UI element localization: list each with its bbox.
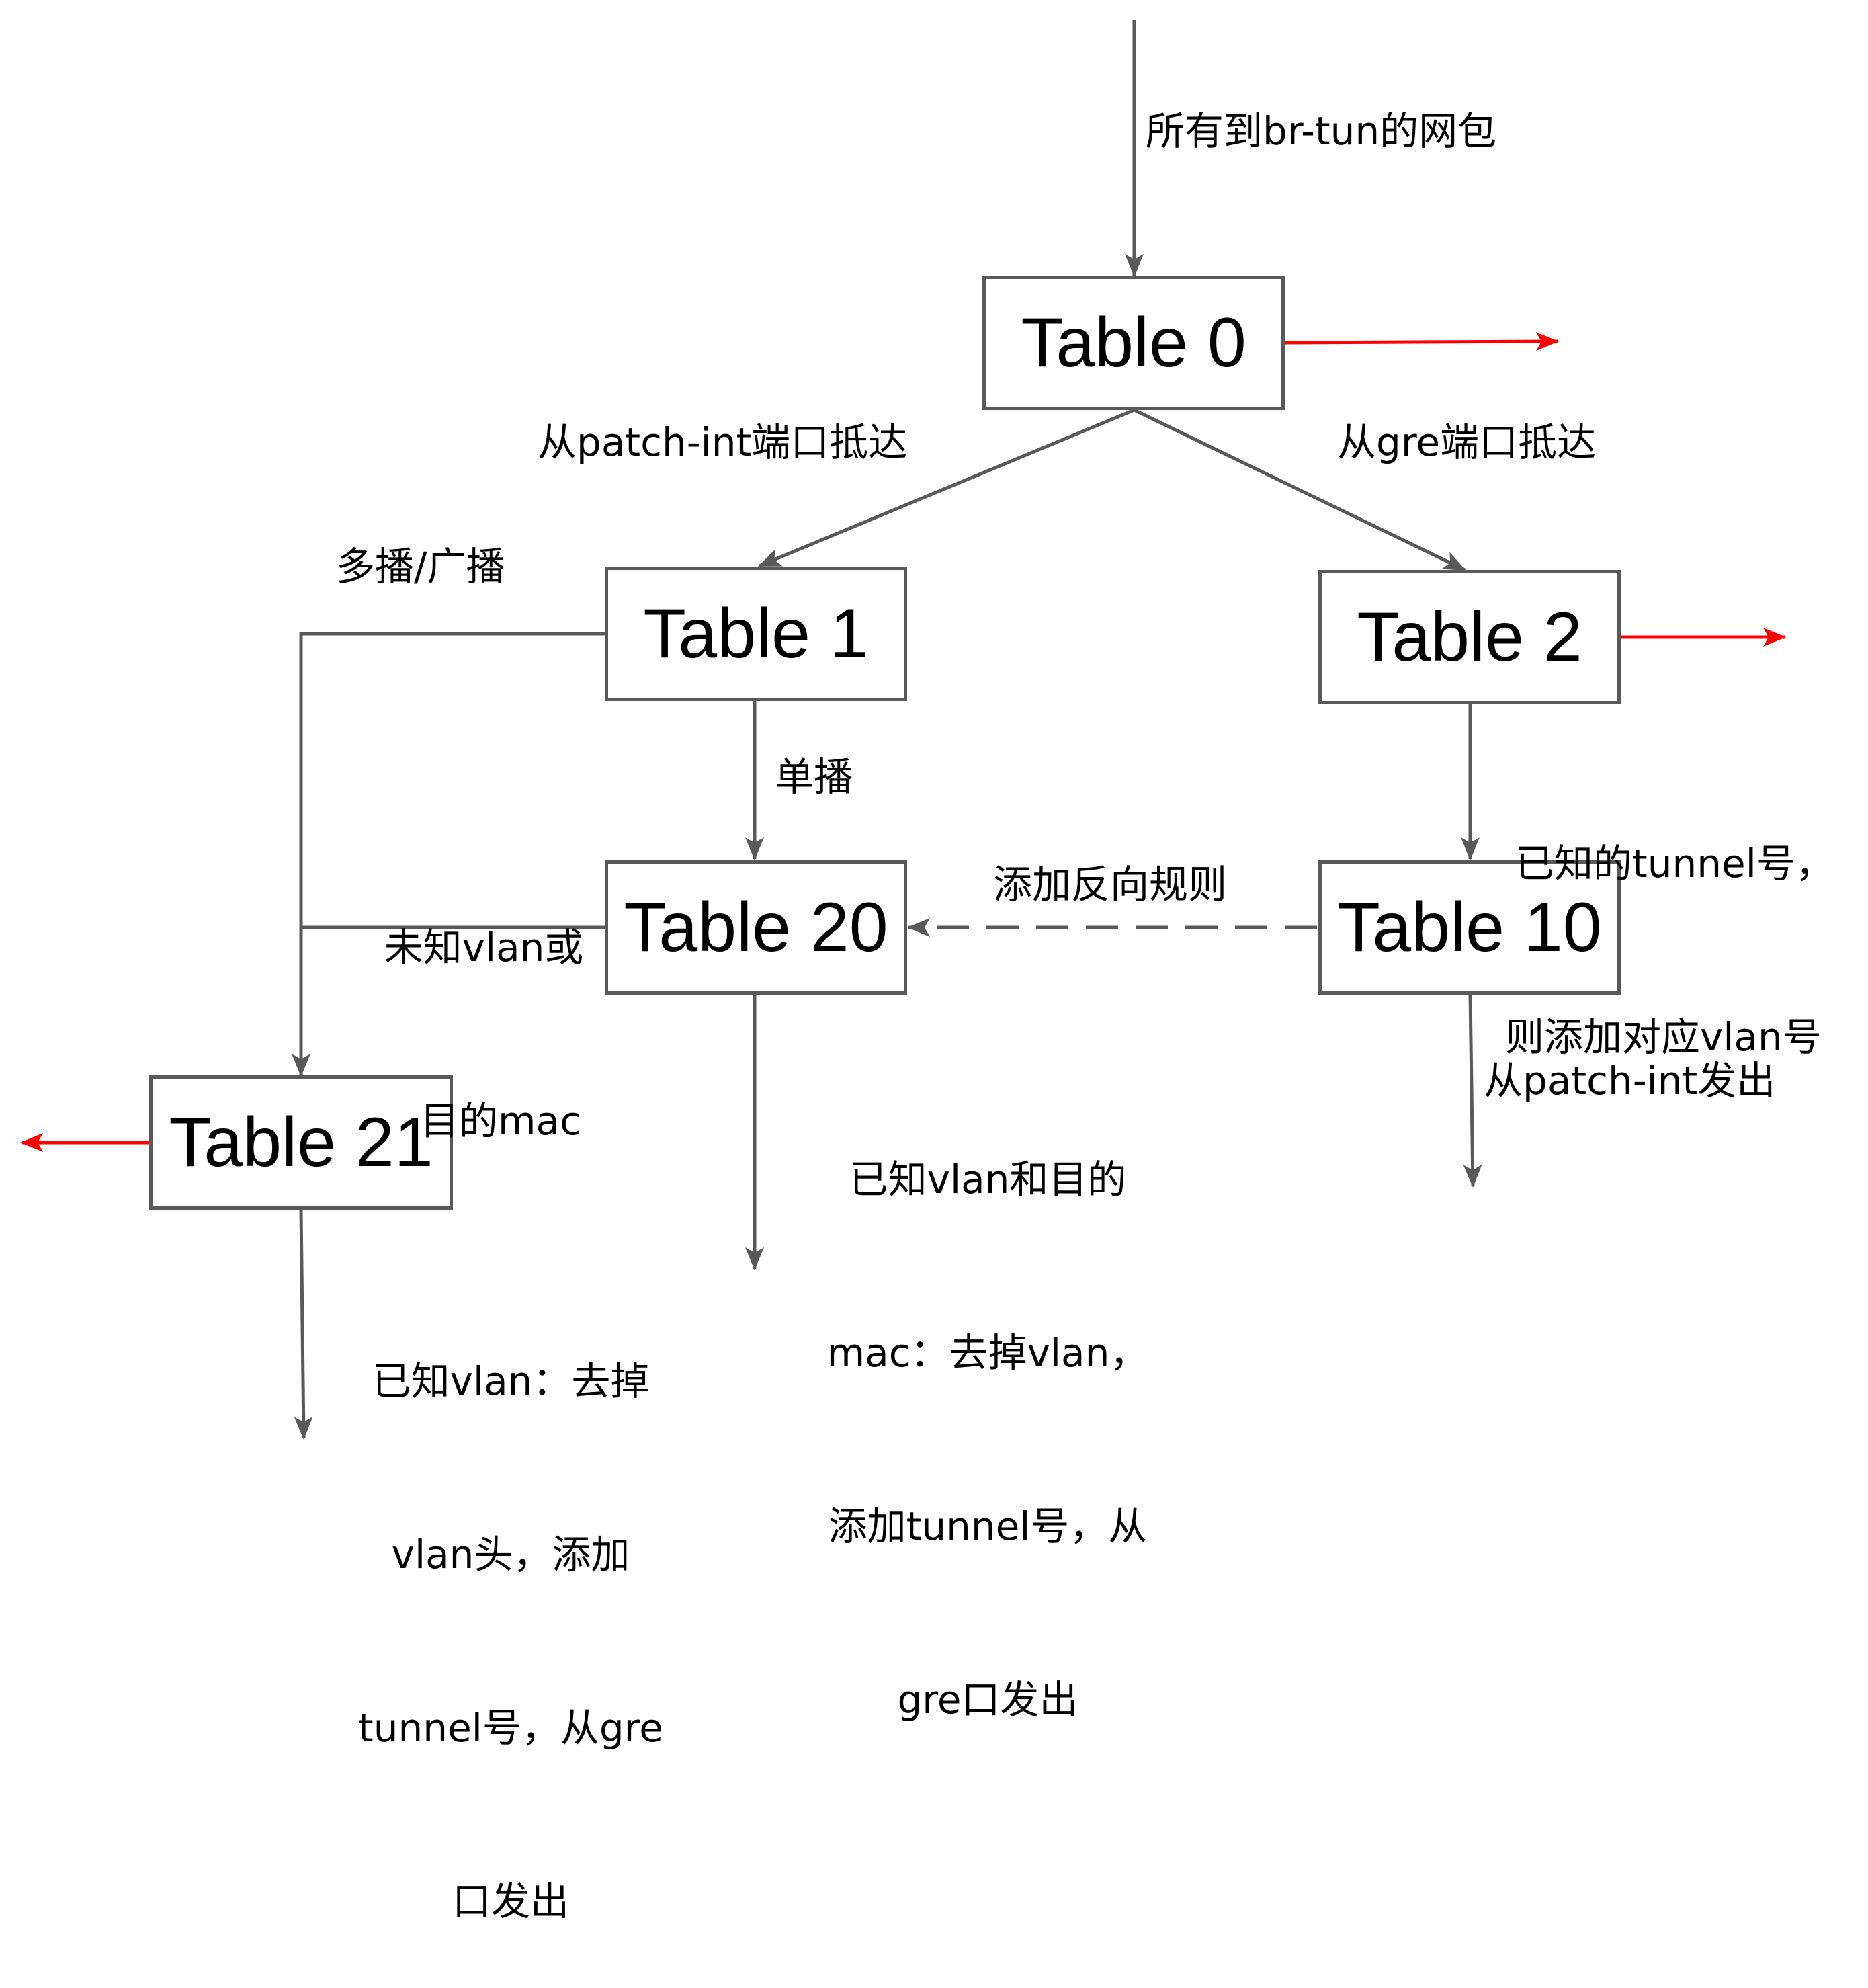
drop-arrow-table-0: [1284, 332, 1559, 351]
label-add-reverse-rule: 添加反向规则: [993, 862, 1228, 907]
label-known-tunnel-line-2: 则添加对应vlan号: [1505, 1014, 1822, 1060]
flow-diagram-canvas: [20, 20, 1786, 1440]
label-from-patch-int: 从patch-int端口抵达: [538, 419, 908, 465]
arrow-table-0-to-table-2: [1133, 408, 1466, 572]
label-unicast: 单播: [775, 754, 853, 800]
table-21-box: Table 21: [149, 1075, 453, 1210]
table-1-label: Table 1: [643, 594, 869, 673]
table-20-box: Table 20: [605, 860, 907, 995]
table-0-box: Table 0: [982, 276, 1285, 410]
table-2-label: Table 2: [1357, 597, 1582, 676]
label-unknown-vlan-mac-line-2: 目的mac: [420, 1098, 581, 1144]
table-20-label: Table 20: [624, 888, 888, 966]
table-1-box: Table 1: [605, 567, 907, 701]
table-2-box: Table 2: [1318, 570, 1621, 704]
label-known-vlan: 已知vlan：去掉 vlan头，添加 tunnel号，从gre 口发出: [336, 1237, 685, 1988]
table-21-label: Table 21: [169, 1103, 433, 1182]
arrow-table-10-out: [1463, 993, 1482, 1188]
label-known-vlan-mac-line-1: 已知vlan和目的: [849, 1157, 1127, 1202]
arrow-table-0-to-table-1: [758, 408, 1135, 568]
label-known-vlan-mac: 已知vlan和目的 mac：去掉vlan， 添加tunnel号，从 gre口发出: [800, 1035, 1176, 1786]
label-known-vlan-mac-line-4: gre口发出: [897, 1677, 1078, 1723]
label-all-packets: 所有到br-tun的网包: [1146, 108, 1497, 154]
table-10-label: Table 10: [1337, 888, 1602, 966]
table-10-box: Table 10: [1318, 860, 1621, 995]
label-known-vlan-line-1: 已知vlan：去掉: [372, 1358, 650, 1404]
arrow-table-21-out: [294, 1209, 313, 1440]
table-0-label: Table 0: [1021, 303, 1246, 382]
label-known-tunnel: 已知的tunnel号， 则添加对应vlan号: [1505, 719, 1834, 1124]
label-known-tunnel-line-1: 已知的tunnel号，: [1515, 841, 1834, 886]
label-out-patch-int: 从patch-int发出: [1484, 1058, 1776, 1104]
label-from-gre: 从gre端口抵达: [1337, 419, 1597, 465]
label-known-vlan-line-2: vlan头，添加: [391, 1532, 630, 1577]
label-known-vlan-line-4: 口发出: [452, 1878, 569, 1924]
label-known-vlan-mac-line-3: 添加tunnel号，从: [828, 1503, 1148, 1549]
label-known-vlan-mac-line-2: mac：去掉vlan，: [826, 1330, 1149, 1376]
label-unknown-vlan-mac-line-1: 未知vlan或: [384, 925, 584, 970]
label-unknown-vlan-mac: 未知vlan或 目的mac: [349, 803, 618, 1208]
label-multicast-broadcast: 多播/广播: [336, 544, 505, 589]
label-known-vlan-line-3: tunnel号，从gre: [358, 1705, 663, 1751]
